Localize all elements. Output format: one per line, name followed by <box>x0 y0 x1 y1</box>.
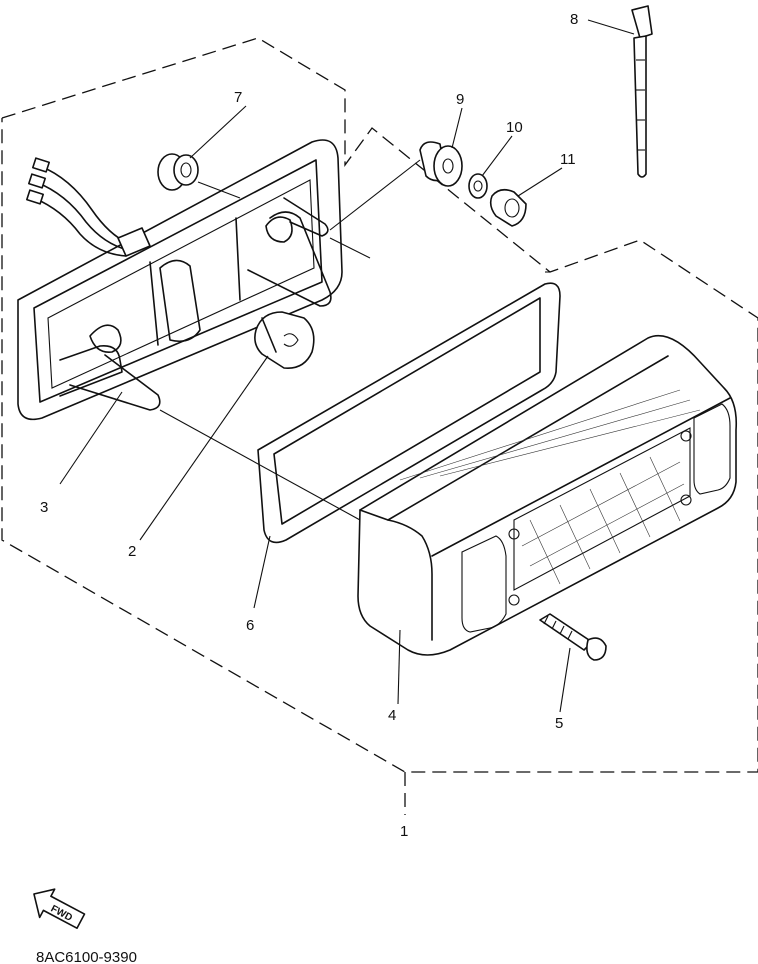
callout-labels: 1 2 3 4 5 6 7 8 9 10 11 <box>40 11 578 840</box>
callout-2: 2 <box>128 543 136 560</box>
callout-9: 9 <box>456 91 464 108</box>
bulb <box>254 311 315 369</box>
grommet <box>157 153 199 191</box>
callout-6: 6 <box>246 617 254 634</box>
washer <box>468 173 488 199</box>
collar <box>419 141 463 187</box>
callout-11: 11 <box>560 151 576 168</box>
callout-5: 5 <box>555 715 563 732</box>
drawing-code: 8AC6100-9390 <box>36 949 137 964</box>
screw <box>539 613 607 661</box>
wiring-harness <box>25 157 151 257</box>
lamp-housing <box>17 139 343 421</box>
cable-tie <box>631 5 653 178</box>
callout-7: 7 <box>234 89 242 106</box>
nut <box>489 188 527 227</box>
callout-10: 10 <box>506 119 523 136</box>
callout-1: 1 <box>400 823 408 840</box>
lens <box>357 334 738 656</box>
assembly-boundary <box>1 37 758 815</box>
callout-3: 3 <box>40 499 48 516</box>
callout-4: 4 <box>388 707 396 724</box>
fwd-arrow: FWD <box>33 888 86 930</box>
callout-8: 8 <box>570 11 578 28</box>
leader-lines <box>59 19 635 713</box>
gasket <box>257 282 561 544</box>
guide-lines <box>159 159 550 521</box>
